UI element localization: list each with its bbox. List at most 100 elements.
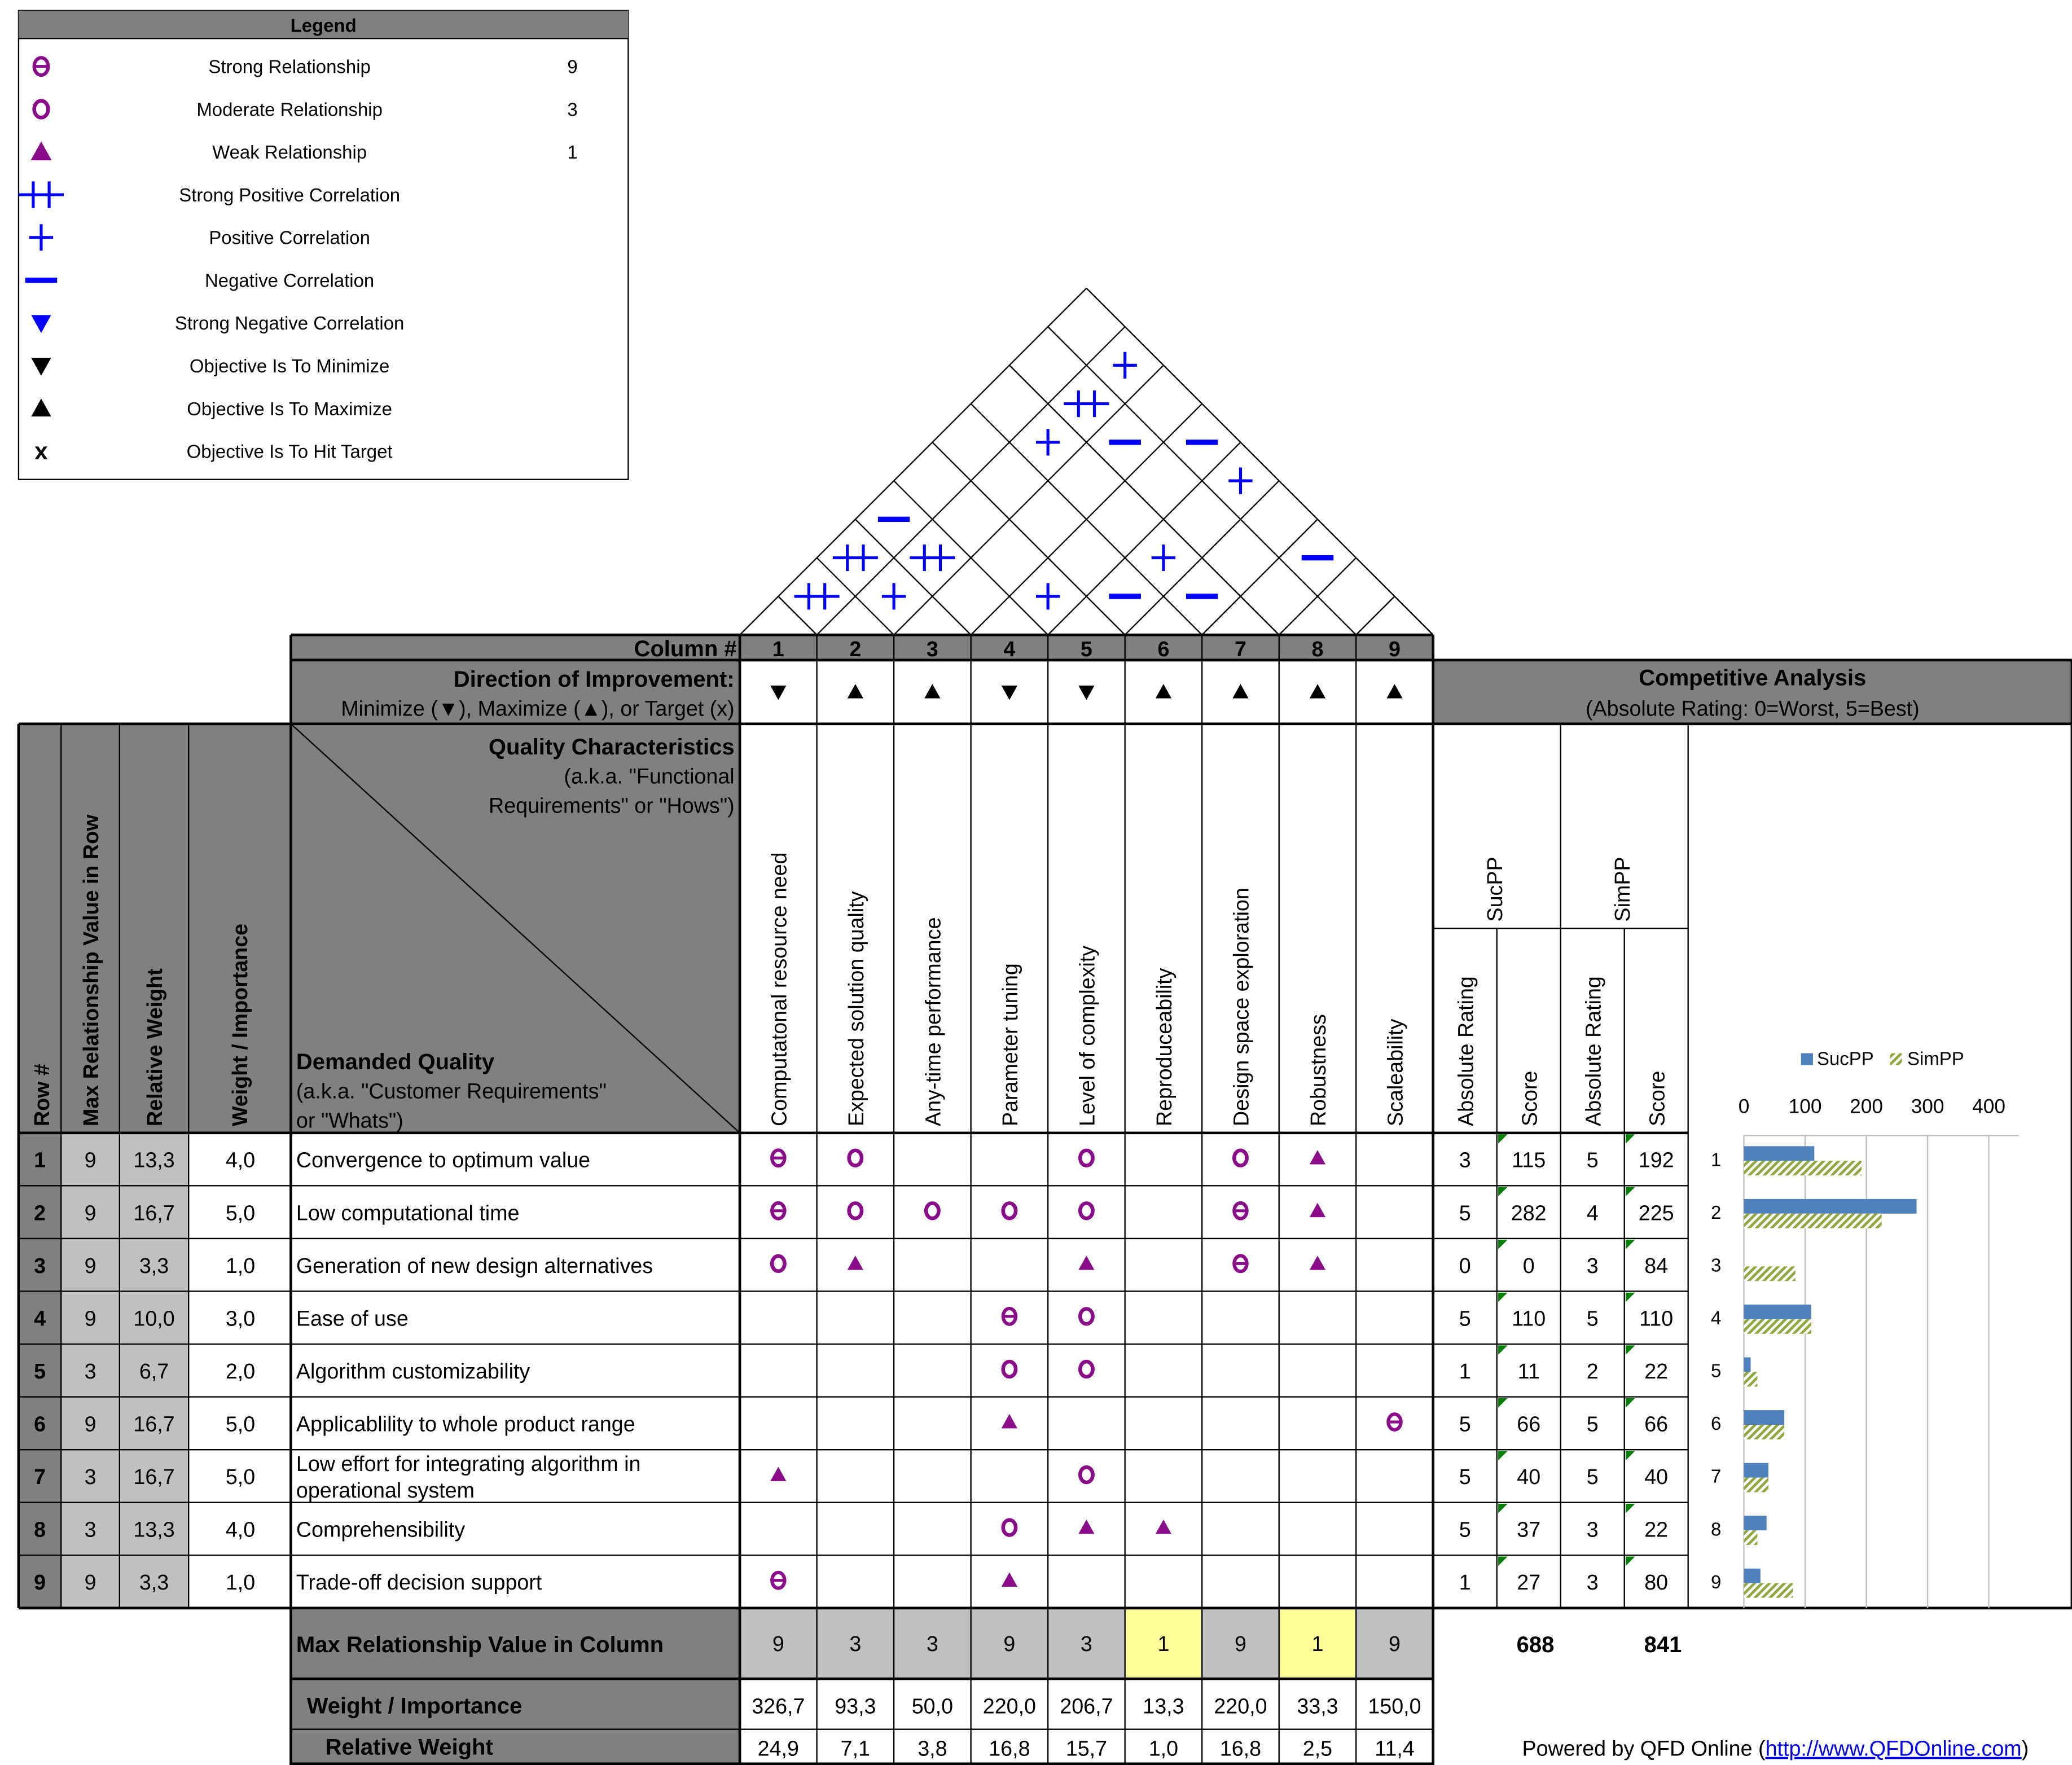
sucpp-rating: 5 [1459, 1518, 1471, 1542]
triangle-shape [1078, 1255, 1095, 1270]
demanded-quality-title: Demanded Quality [296, 1050, 495, 1074]
triangle-up-icon [1309, 1202, 1326, 1218]
qfd-online-link[interactable]: http://www.QFDOnline.com [1766, 1737, 2022, 1760]
roof-line [970, 403, 1203, 635]
row-number-8: 8 [34, 1518, 46, 1542]
row-max-value: 9 [85, 1412, 96, 1436]
sucpp-rating: 5 [1459, 1306, 1471, 1330]
legend-title: Legend [291, 15, 357, 36]
theta-ring [770, 1201, 787, 1220]
simpp-rating: 3 [1587, 1518, 1599, 1542]
bar-simpp [1744, 1319, 1811, 1334]
competitive-analysis-header [1433, 660, 2072, 724]
quality-characteristics-title: Quality Characteristics [489, 735, 735, 759]
legend-value: 3 [567, 99, 577, 120]
comment-marker [1498, 1504, 1508, 1513]
legend-title-bar [18, 10, 629, 39]
theta-icon [770, 1201, 787, 1220]
max-value-cell-2 [816, 1608, 894, 1679]
chart-category-label: 9 [1711, 1571, 1721, 1592]
column-relative-weight-9: 11,4 [1375, 1737, 1415, 1760]
comment-marker [1498, 1345, 1508, 1355]
simpp-rating: 3 [1587, 1570, 1599, 1594]
triangle-shape [1232, 684, 1249, 699]
column-relative-weight-4: 16,8 [989, 1737, 1030, 1760]
row-relative-weight: 3,3 [139, 1254, 169, 1277]
circle-ring [1078, 1307, 1095, 1326]
simpp-rating: 2 [1587, 1359, 1599, 1383]
max-value-3: 3 [927, 1632, 938, 1656]
triangle-shape [1078, 1520, 1095, 1534]
score-header: Score [1645, 1071, 1669, 1126]
circle-icon [924, 1201, 941, 1220]
quality-characteristic-7: Design space exploration [1230, 888, 1253, 1126]
column-number-4: 4 [1003, 637, 1015, 661]
triangle-up-icon [770, 1467, 787, 1481]
bar-sucpp [1744, 1516, 1767, 1531]
row-relative-weight: 6,7 [139, 1359, 169, 1383]
max-value-9: 9 [1389, 1632, 1401, 1656]
chart-tick-label: 0 [1739, 1095, 1750, 1117]
max-value-cell-7 [1202, 1608, 1279, 1679]
column-relative-weight-7: 16,8 [1220, 1737, 1261, 1760]
triangle-down-icon [1001, 686, 1018, 700]
bar-simpp [1744, 1477, 1768, 1492]
triangle-shape [1001, 686, 1018, 700]
bar-sucpp [1744, 1463, 1768, 1478]
sucpp-rating: 0 [1459, 1254, 1471, 1277]
plus-icon [1228, 467, 1253, 494]
quality-characteristics-subtitle: (a.k.a. "Functional [564, 765, 734, 788]
circle-ring [32, 99, 50, 120]
roof-line [1201, 519, 1318, 635]
bar-simpp [1744, 1372, 1758, 1387]
max-value-cell-5 [1048, 1608, 1125, 1679]
comment-marker [1626, 1451, 1635, 1461]
triangle-shape [1386, 684, 1403, 699]
comment-marker [1626, 1345, 1635, 1355]
demanded-quality-item: Algorithm customizability [296, 1359, 530, 1383]
sucpp-score: 0 [1523, 1254, 1535, 1277]
sucpp-rating: 5 [1459, 1412, 1471, 1436]
comment-marker [1626, 1134, 1635, 1144]
column-relative-weight-8: 2,5 [1303, 1737, 1332, 1760]
triangle-down-icon [770, 686, 787, 700]
column-weight-7: 220,0 [1214, 1694, 1267, 1718]
roof-line [1047, 326, 1357, 635]
bar-simpp [1744, 1530, 1758, 1546]
triangle-shape [847, 1255, 863, 1270]
column-weight-4: 220,0 [983, 1694, 1036, 1718]
chart-category-label: 7 [1711, 1466, 1721, 1487]
comment-marker [1498, 1187, 1508, 1197]
column-number-label: Column # [634, 636, 736, 661]
simpp-score: 40 [1644, 1465, 1668, 1489]
theta-ring [770, 1148, 787, 1168]
bar-sucpp [1744, 1146, 1815, 1161]
quality-characteristic-9: Scaleability [1384, 1018, 1407, 1126]
triangle-up-icon [1001, 1572, 1018, 1587]
row-max-value: 3 [85, 1518, 96, 1542]
quality-characteristic-4: Parameter tuning [998, 963, 1022, 1126]
roof-line [1009, 365, 1280, 635]
triangle-shape [1001, 1572, 1018, 1587]
comment-marker [1626, 1240, 1635, 1249]
chart-category-label: 1 [1711, 1149, 1721, 1170]
direction-subtitle: Minimize (▼), Maximize (▲), or Target (x… [341, 697, 734, 721]
roof-line [893, 480, 1048, 635]
column-relative-weight-5: 15,7 [1066, 1737, 1107, 1760]
theta-icon [1232, 1254, 1249, 1274]
demanded-quality-item: Applicablility to whole product range [296, 1412, 635, 1436]
triangle-up-icon [1309, 1150, 1326, 1165]
double-plus-icon [1064, 390, 1109, 418]
simpp-score: 84 [1644, 1254, 1668, 1277]
row-max-value: 9 [85, 1306, 96, 1330]
triangle-shape [1078, 686, 1095, 700]
triangle-up-icon [1078, 1520, 1095, 1534]
circle-ring [1232, 1148, 1249, 1167]
circle-ring [770, 1254, 787, 1274]
row-weight: 3,0 [226, 1306, 255, 1330]
sucpp-rating: 3 [1459, 1148, 1471, 1172]
row-weight: 1,0 [226, 1254, 255, 1277]
triangle-shape [31, 315, 51, 333]
demanded-quality-item: Low computational time [296, 1201, 520, 1224]
triangle-up-icon [1155, 1520, 1172, 1534]
